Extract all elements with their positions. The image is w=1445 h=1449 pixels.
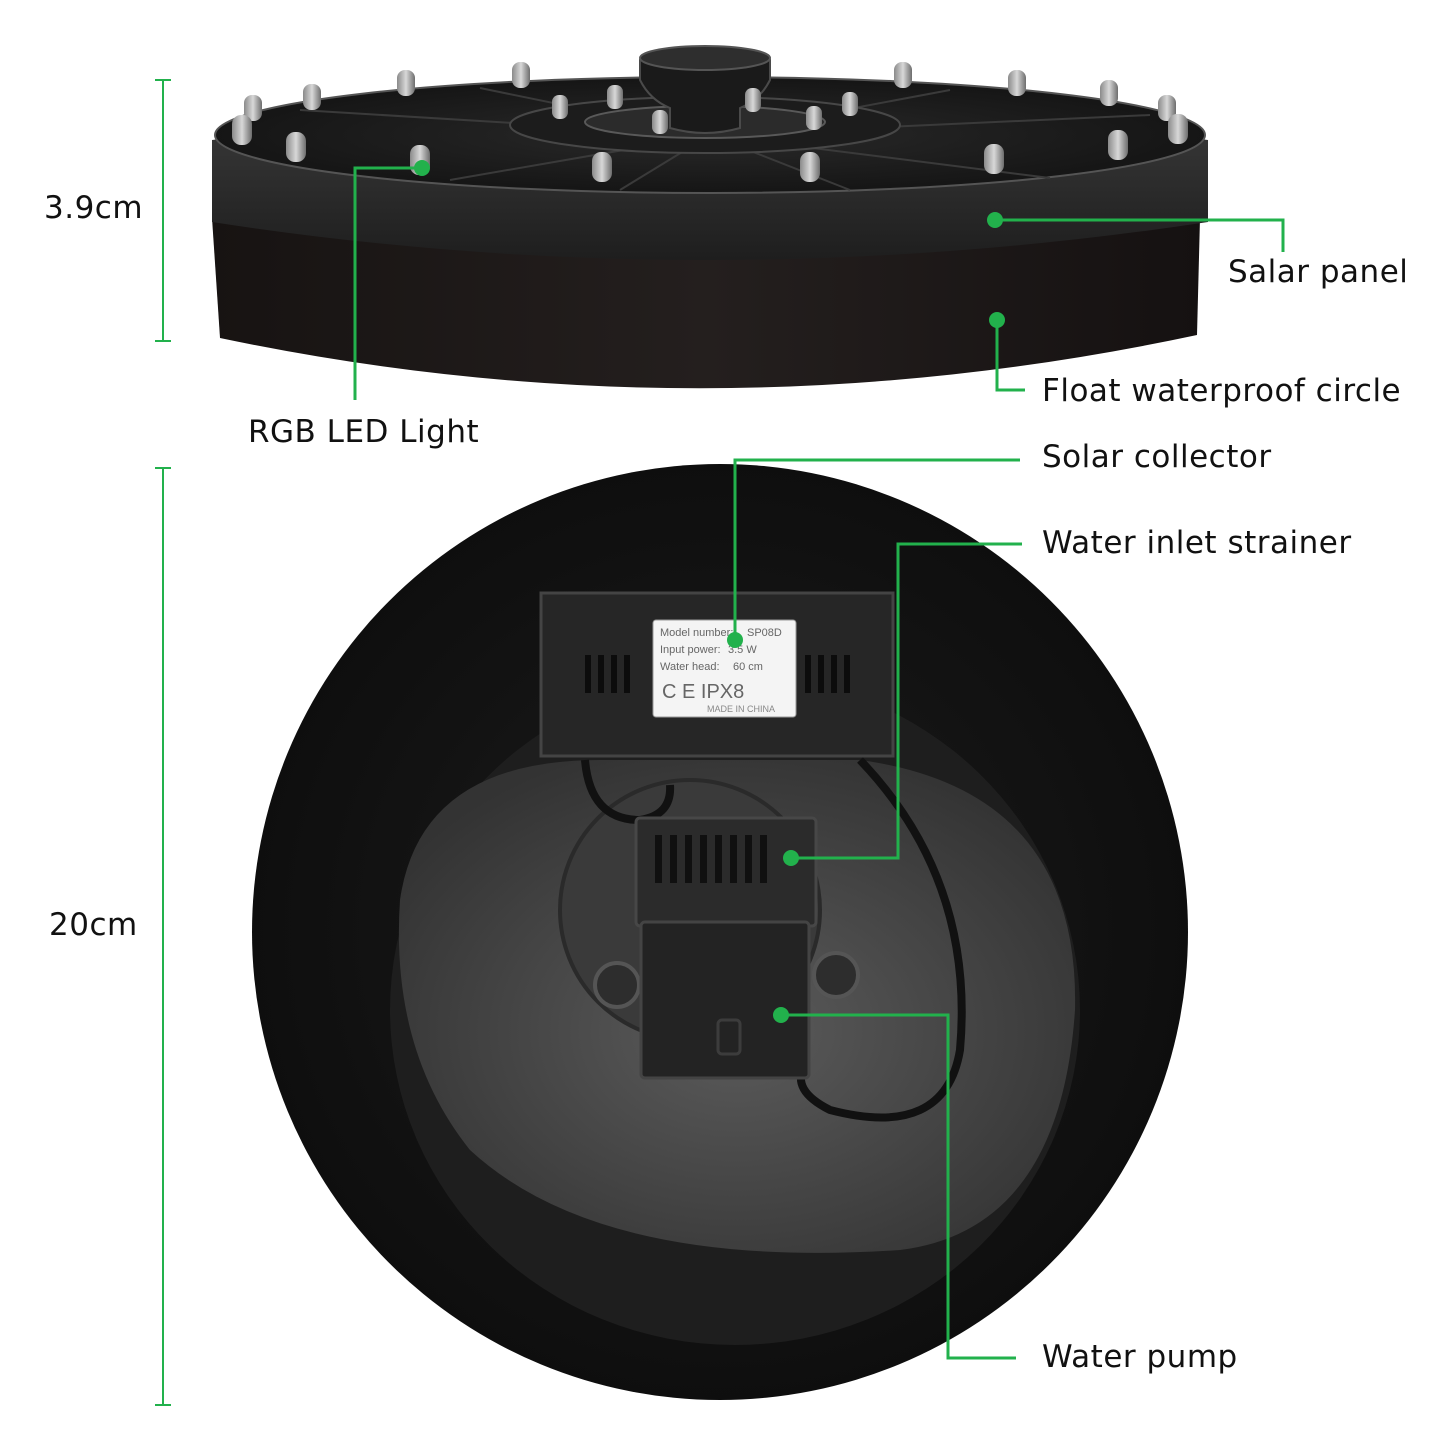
callout-lines	[353, 166, 1285, 1360]
label-power-key: Input power:	[660, 644, 721, 656]
callout-label-solar-collector: Solar collector	[1042, 439, 1272, 475]
led-bulb	[842, 92, 858, 116]
led-bulb	[552, 95, 568, 119]
callout-line-rgb-led	[353, 166, 422, 400]
led-bulb	[244, 95, 262, 121]
callout-line-float-circle	[995, 320, 1025, 392]
fountain-bottom-view	[252, 464, 1188, 1400]
led-bulb	[303, 84, 321, 110]
led-bulb	[745, 88, 761, 112]
led-bulb	[1158, 95, 1176, 121]
led-bulb	[232, 115, 252, 145]
led-bulb	[1108, 130, 1128, 160]
led-bulb	[592, 152, 612, 182]
pump-detail	[716, 1018, 742, 1056]
led-bulb	[1008, 70, 1026, 96]
product-label-sticker: Model number: SP08D Input power: 3.5 W W…	[652, 619, 797, 718]
vent-slots	[585, 655, 850, 693]
height-dimension-label: 3.9cm	[44, 190, 144, 226]
fountain-side-view	[212, 45, 1208, 389]
label-model-key: Model number:	[660, 627, 733, 639]
mount-screw	[593, 961, 641, 1009]
diameter-dimension-label: 20cm	[49, 907, 138, 943]
pump-cable	[797, 757, 966, 1122]
strainer-body	[634, 816, 818, 928]
callout-label-rgb-led: RGB LED Light	[248, 414, 480, 450]
mount-screw	[812, 951, 860, 999]
callout-label-inlet-strainer: Water inlet strainer	[1042, 525, 1352, 561]
led-bulb	[512, 62, 530, 88]
dimension-lines	[155, 79, 171, 1406]
callout-line-salar-panel	[995, 218, 1285, 252]
led-bulb	[984, 144, 1004, 174]
strainer-slots	[655, 835, 767, 883]
label-marks: C E IPX8	[662, 681, 744, 703]
callout-dots	[414, 160, 1005, 1023]
led-bulb	[1168, 114, 1188, 144]
label-head-value: 60 cm	[733, 661, 763, 673]
label-head-key: Water head:	[660, 661, 720, 673]
led-bulb	[652, 110, 668, 134]
callout-label-water-pump: Water pump	[1042, 1339, 1238, 1375]
pump-body	[639, 920, 811, 1080]
label-origin: MADE IN CHINA	[707, 704, 775, 714]
callout-label-salar-panel: Salar panel	[1228, 254, 1409, 290]
led-bulb	[286, 132, 306, 162]
led-bulb	[806, 106, 822, 130]
callout-label-float-circle: Float waterproof circle	[1042, 373, 1402, 409]
nozzle-top	[639, 45, 771, 71]
led-bulb	[397, 70, 415, 96]
led-bulb	[607, 85, 623, 109]
led-bulb	[800, 152, 820, 182]
label-model-value: SP08D	[747, 627, 782, 639]
callout-line-water-pump	[781, 1013, 1016, 1360]
float-ring-shape	[212, 218, 1200, 389]
led-bulb	[1100, 80, 1118, 106]
callout-line-inlet-strainer	[791, 542, 1022, 860]
callout-line-solar-collector	[733, 458, 1020, 640]
led-bulb	[894, 62, 912, 88]
